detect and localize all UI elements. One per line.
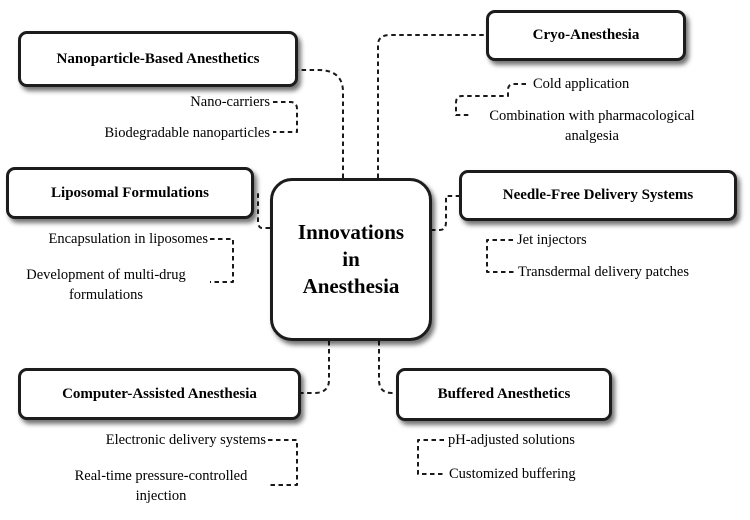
leaf-nano-carriers: Nano-carriers <box>190 94 270 110</box>
central-topic-line-3: Anesthesia <box>302 274 400 299</box>
branch-title-cryo: Cryo-Anesthesia <box>532 27 640 44</box>
branch-box-needle-free: Needle-Free Delivery Systems <box>459 170 737 221</box>
connector-cold-application <box>455 83 526 116</box>
branch-box-liposomal: Liposomal Formulations <box>6 167 254 219</box>
leaf-encapsulation-liposomes: Encapsulation in liposomes <box>48 231 208 247</box>
branch-title-buffered: Buffered Anesthetics <box>437 386 571 403</box>
branch-title-needle-free: Needle-Free Delivery Systems <box>502 187 694 204</box>
branch-box-computer: Computer-Assisted Anesthesia <box>18 368 301 420</box>
leaf-combination-pharmacological: Combination with pharmacological <box>489 108 695 124</box>
leaf-ph-adjusted: pH-adjusted solutions <box>448 432 575 448</box>
connector-center-nanoparticle <box>298 69 344 178</box>
connector-jet-injectors <box>486 239 514 273</box>
central-topic-line-1: Innovations <box>297 219 405 244</box>
branch-box-buffered: Buffered Anesthetics <box>396 368 612 421</box>
connector-center-cryo <box>377 34 486 178</box>
leaf-electronic-delivery: Electronic delivery systems <box>105 432 266 448</box>
branch-title-computer: Computer-Assisted Anesthesia <box>62 385 257 402</box>
leaf-pressure-controlled-line-1: Real-time pressure-controlled <box>74 468 248 484</box>
central-topic-line-2: in <box>342 246 360 271</box>
connector-center-computer <box>301 341 330 394</box>
leaf-customized-buffering: Customized buffering <box>449 466 576 482</box>
connector-liposomes <box>210 238 234 283</box>
leaf-multi-drug-line-1: Development of multi-drug <box>26 267 186 283</box>
central-topic-box: Innovations in Anesthesia <box>270 178 432 341</box>
leaf-jet-injectors: Jet injectors <box>517 232 587 248</box>
branch-box-nanoparticle: Nanoparticle-Based Anesthetics <box>18 31 298 87</box>
leaf-pressure-controlled-line-2: injection <box>135 488 187 504</box>
branch-title-liposomal: Liposomal Formulations <box>51 184 209 201</box>
branch-box-cryo: Cryo-Anesthesia <box>486 10 686 61</box>
connector-center-needle-free <box>431 195 459 231</box>
leaf-cold-application: Cold application <box>533 76 630 92</box>
connector-ph-adjusted <box>417 439 445 475</box>
connector-center-liposomal <box>254 193 270 229</box>
branch-title-nanoparticle: Nanoparticle-Based Anesthetics <box>56 50 260 67</box>
leaf-multi-drug-line-2: formulations <box>68 287 144 303</box>
leaf-combination-analgesia: analgesia <box>565 128 619 144</box>
leaf-transdermal-patches: Transdermal delivery patches <box>518 264 689 280</box>
connector-electronic-delivery <box>268 439 298 486</box>
connector-nano-carriers <box>273 101 298 133</box>
connector-center-buffered <box>378 341 396 394</box>
leaf-biodegradable-nanoparticles: Biodegradable nanoparticles <box>104 125 270 141</box>
